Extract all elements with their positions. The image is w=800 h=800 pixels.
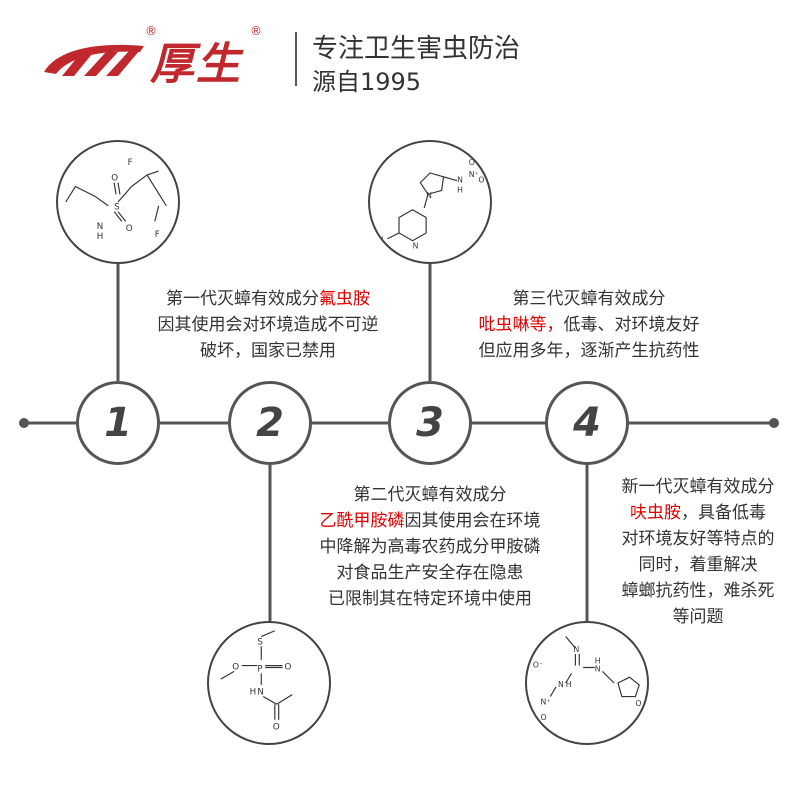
registered-mark: ® [145, 24, 157, 38]
svg-text:O: O [284, 662, 291, 672]
molecule-4-structure: N N H N H O⁻ N⁺ O O [525, 621, 649, 745]
svg-text:N⁺: N⁺ [469, 170, 479, 179]
svg-text:H: H [250, 688, 257, 698]
step-1-circle: 1 [76, 381, 160, 465]
svg-text:O: O [469, 158, 475, 167]
imidacloprid-structure-icon: N N H N⁺ O⁻ O N Cl [376, 158, 489, 250]
svg-text:O: O [111, 174, 118, 184]
svg-text:N: N [426, 191, 432, 200]
molecule-1-structure: F F S O O N H [56, 140, 180, 264]
svg-text:F: F [128, 158, 133, 168]
svg-text:H: H [566, 680, 572, 689]
tagline-line1: 专注卫生害虫防治 [312, 34, 521, 64]
svg-text:O: O [126, 224, 133, 234]
gen1-ingredient: 氟虫胺 [319, 289, 370, 309]
molecule-2-structure: S O P O N H O [207, 621, 331, 745]
gen4-description: 新一代灭蟑有效成分 呋虫胺，具备低毒 对环境友好等特点的 同时，着重解决 蟑螂抗… [621, 477, 775, 627]
svg-text:P: P [257, 664, 262, 674]
gen2-ingredient: 乙酰甲胺磷 [319, 511, 405, 531]
dinotefuran-structure-icon: N N H N H O⁻ N⁺ O O [533, 636, 641, 722]
step-2-circle: 2 [228, 381, 312, 465]
molecule-3-structure: N N H N⁺ O⁻ O N Cl [368, 140, 492, 264]
sulfluramid-structure-icon: F F S O O N H [65, 158, 167, 242]
svg-text:N: N [257, 688, 264, 698]
svg-text:O⁻: O⁻ [478, 176, 488, 185]
svg-text:N: N [457, 176, 463, 185]
gen2-description: 第二代灭蟑有效成分 乙酰甲胺磷因其使用会在环境 中降解为高毒农药成分甲胺磷 对食… [319, 485, 541, 609]
step-4-circle: 4 [545, 381, 629, 465]
svg-text:N: N [595, 664, 601, 673]
header-divider [295, 32, 297, 86]
svg-text:N: N [573, 645, 579, 654]
svg-text:O: O [635, 699, 641, 708]
svg-text:N: N [558, 680, 564, 689]
svg-text:N: N [413, 241, 419, 250]
tagline-line2: 源自1995 [312, 68, 422, 96]
svg-text:S: S [114, 203, 120, 213]
step-number: 1 [104, 400, 132, 446]
svg-text:S: S [257, 637, 263, 647]
step-number: 4 [573, 400, 601, 446]
svg-text:H: H [457, 185, 463, 194]
svg-text:O⁻: O⁻ [533, 661, 543, 670]
svg-text:F: F [155, 230, 160, 240]
svg-text:O: O [273, 722, 280, 732]
svg-text:N⁺: N⁺ [541, 697, 551, 706]
svg-text:H: H [595, 657, 601, 666]
svg-text:O: O [232, 662, 239, 672]
gen1-description: 第一代灭蟑有效成分氟虫胺 因其使用会对环境造成不可逆 破坏，国家已禁用 [157, 289, 379, 361]
step-number: 3 [416, 400, 444, 446]
svg-text:H: H [97, 232, 104, 242]
brand-name: 厚生 [150, 39, 242, 90]
acephate-structure-icon: S O P O N H O [220, 630, 293, 732]
step-3-circle: 3 [388, 381, 472, 465]
registered-mark: ® [250, 24, 262, 38]
brand-logo-icon [44, 44, 144, 76]
gen3-description: 第三代灭蟑有效成分 吡虫啉等，低毒、对环境友好 但应用多年，逐渐产生抗药性 [478, 289, 700, 361]
svg-text:O: O [541, 713, 547, 722]
gen4-ingredient: 呋虫胺 [630, 503, 681, 523]
gen3-ingredient: 吡虫啉等， [478, 315, 564, 335]
step-number: 2 [256, 400, 284, 446]
svg-text:N: N [97, 222, 104, 232]
